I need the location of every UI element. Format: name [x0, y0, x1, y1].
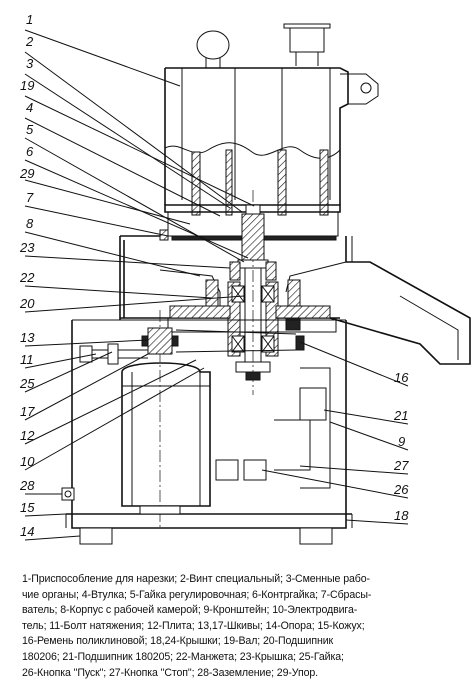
callout-19: 19 [20, 78, 34, 93]
callout-15: 15 [20, 500, 35, 515]
leader-lines [24, 29, 409, 541]
legend-line: ватель; 8-Корпус с рабочей камерой; 9-Кр… [22, 604, 358, 617]
callout-8: 8 [26, 216, 34, 231]
callout-10: 10 [20, 454, 35, 469]
cutting-attachment [164, 23, 379, 241]
shaft-assembly [227, 190, 279, 395]
callout-6: 6 [26, 144, 34, 159]
callout-28: 28 [19, 478, 35, 493]
callout-17: 17 [20, 404, 35, 419]
parts-legend: 1-Приспособление для нарезки; 2-Винт спе… [22, 572, 458, 681]
callout-2: 2 [25, 34, 34, 49]
callout-3: 3 [26, 56, 34, 71]
callout-13: 13 [20, 330, 35, 345]
callout-26: 26 [393, 482, 409, 497]
callout-27: 27 [393, 458, 409, 473]
machine-section-drawing: 1 2 3 19 4 5 6 29 7 8 23 22 20 13 11 25 … [19, 12, 471, 545]
legend-line: 1-Приспособление для нарезки; 2-Винт спе… [22, 573, 370, 585]
callout-23: 23 [19, 240, 35, 255]
legend-line: тель; 11-Болт натяжения; 12-Плита; 13,17… [22, 619, 365, 632]
callout-1: 1 [26, 12, 33, 27]
callout-22: 22 [19, 270, 35, 285]
callout-11: 11 [20, 352, 34, 367]
callout-9: 9 [398, 434, 405, 449]
legend-line: чие органы; 4-Втулка; 5-Гайка регулирово… [22, 588, 372, 601]
callout-labels: 1 2 3 19 4 5 6 29 7 8 23 22 20 13 11 25 … [19, 12, 409, 539]
callout-14: 14 [20, 524, 34, 539]
callout-5: 5 [26, 122, 34, 137]
callout-16: 16 [394, 370, 409, 385]
callout-29: 29 [19, 166, 34, 181]
legend-line: 26-Кнопка "Пуск"; 27-Кнопка "Стоп"; 28-З… [22, 666, 319, 679]
callout-25: 25 [19, 376, 35, 391]
callout-12: 12 [20, 428, 35, 443]
callout-21: 21 [393, 408, 408, 423]
cabinet [65, 319, 353, 545]
legend-line: 180206; 21-Подшипник 180205; 22-Манжета;… [22, 650, 344, 663]
electric-motor [61, 310, 305, 530]
housing-body [119, 229, 471, 365]
callout-20: 20 [19, 296, 35, 311]
callout-18: 18 [394, 508, 409, 523]
callout-4: 4 [26, 100, 33, 115]
callout-7: 7 [26, 190, 34, 205]
legend-line: 16-Ремень поликлиновой; 18,24-Крышки; 19… [22, 635, 334, 648]
